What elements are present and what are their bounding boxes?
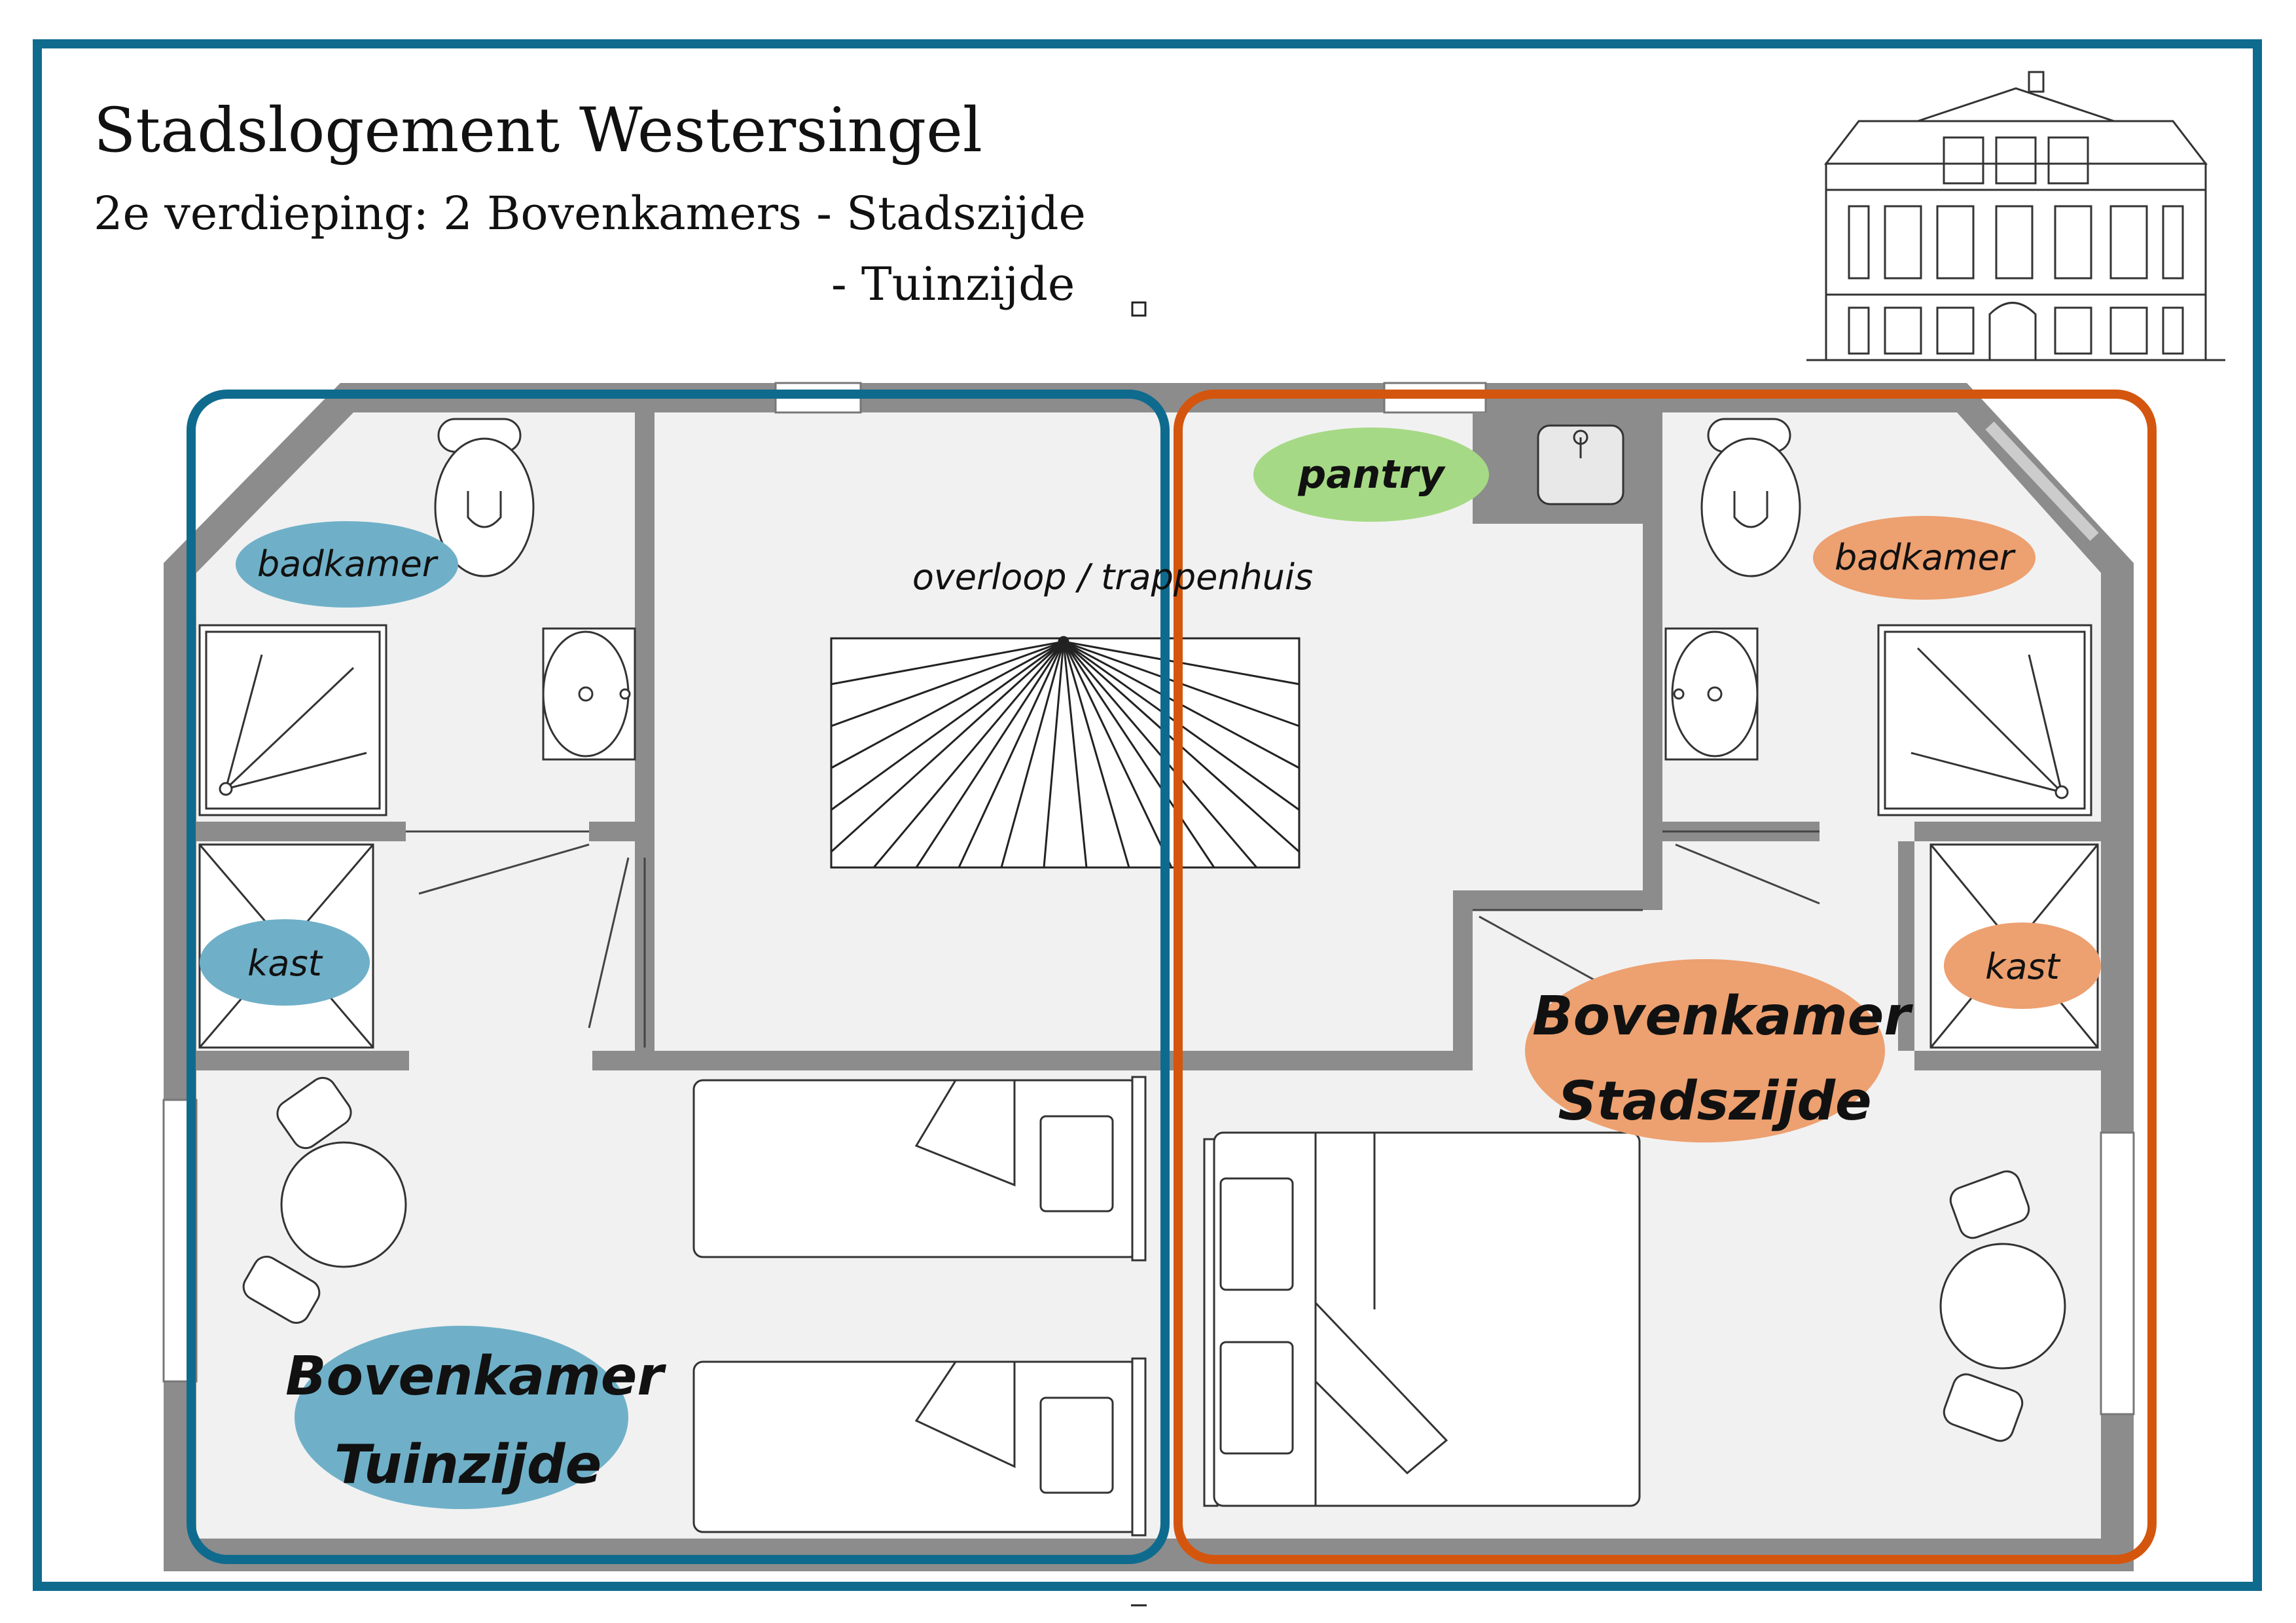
label-bubble [1944, 922, 2101, 1009]
room-name-stadszijde-line1: Bovenkamer [1532, 985, 1913, 1048]
shower-icon [1877, 624, 2092, 816]
table-icon [280, 1141, 407, 1268]
sink-icon [542, 627, 636, 761]
sink-icon [1537, 424, 1624, 505]
shower-icon [198, 624, 387, 816]
room-outline-stadszijde [1174, 390, 2157, 1564]
label-badkamer-tuinzijde: badkamer [257, 543, 439, 585]
room-name-tuinzijde-line1: Bovenkamer [285, 1345, 666, 1408]
chair-icon [242, 1076, 352, 1324]
page-subtitle-line1: 2e verdieping: 2 Bovenkamers - Stadszijd… [94, 187, 1086, 240]
label-overloop: overloop / trappenhuis [912, 556, 1313, 598]
stair-tread [1000, 641, 1065, 868]
room-outline-tuinzijde [187, 390, 1170, 1564]
bed-icon [692, 1357, 1147, 1537]
stair-tread [1062, 641, 1130, 868]
stair-tread [915, 641, 1065, 868]
stair-tread [1062, 641, 1258, 868]
table-icon [1939, 1243, 2066, 1370]
label-bubble [236, 521, 458, 608]
stair-tread [958, 641, 1065, 868]
stair-tread [872, 641, 1065, 868]
label-kast-stadszijde: kast [1985, 946, 2060, 987]
room-name-tuinzijde-line2: Tuinzijde [334, 1434, 601, 1496]
stair-tread [831, 640, 1064, 727]
label-bubble [295, 1326, 628, 1509]
room-name-stadszijde-line2: Stadszijde [1558, 1070, 1871, 1133]
label-badkamer-stadszijde: badkamer [1835, 537, 2016, 578]
page-subtitle-line2: - Tuinzijde [831, 257, 1075, 311]
stair-tread [831, 640, 1064, 685]
label-bubble [1253, 428, 1489, 522]
toilet-icon [434, 418, 535, 577]
stair-tread [1043, 641, 1065, 868]
marker-square [1131, 301, 1147, 317]
sink-icon [1664, 627, 1759, 761]
label-bubble [1525, 959, 1885, 1142]
stair-tread [1062, 641, 1088, 868]
label-kast-tuinzijde: kast [247, 943, 323, 984]
door-swings [406, 830, 1820, 1048]
stair-icon [830, 636, 1300, 869]
label-bubble [200, 919, 370, 1006]
page-frame [33, 39, 2262, 1591]
stair-tread [831, 640, 1064, 769]
stair-tread [1062, 641, 1215, 868]
bed-icon [692, 1076, 1147, 1262]
page-title: Stadslogement Westersingel [94, 95, 982, 166]
stair-tread [830, 640, 1065, 853]
chair-icon [1943, 1170, 2030, 1442]
bed-icon [1203, 1131, 1641, 1507]
stair-tread [831, 640, 1064, 811]
label-bubble [1813, 516, 2036, 600]
label-pantry: pantry [1297, 452, 1446, 498]
toilet-icon [1700, 418, 1801, 577]
building-facade-icon [1806, 71, 2225, 361]
stair-tread [1062, 641, 1173, 868]
